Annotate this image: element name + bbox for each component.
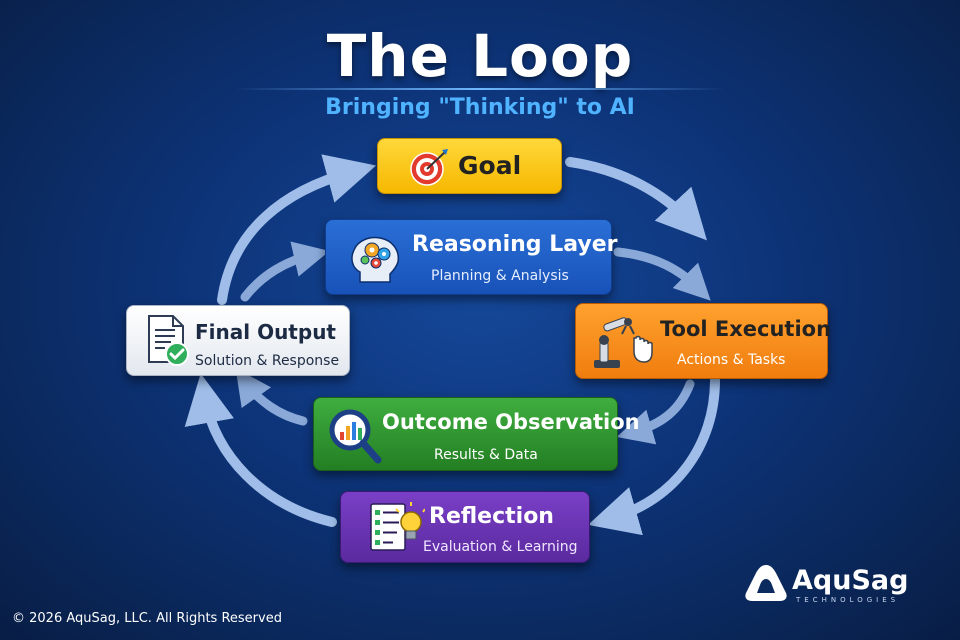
step-goal-label: Goal bbox=[458, 151, 522, 180]
arrow-outcome-to-output bbox=[235, 368, 308, 426]
robot-arm-icon bbox=[594, 317, 653, 368]
arrow-inner-output-to-reasoning bbox=[240, 241, 330, 302]
step-reflection-sub: Evaluation & Learning bbox=[423, 539, 578, 555]
step-tool-sub: Actions & Tasks bbox=[677, 352, 786, 368]
brand-name: AquSag bbox=[792, 565, 909, 596]
step-reflection: Reflection Evaluation & Learning bbox=[340, 491, 590, 563]
page-title: The Loop bbox=[326, 22, 634, 90]
step-reasoning-sub: Planning & Analysis bbox=[431, 268, 569, 284]
step-tool-label: Tool Execution bbox=[660, 317, 832, 341]
step-outcome-observation: Outcome Observation Results & Data bbox=[313, 397, 640, 471]
brand-tagline: TECHNOLOGIES bbox=[796, 596, 900, 604]
arrow-goal-to-tool bbox=[565, 157, 707, 241]
step-final-label: Final Output bbox=[195, 320, 336, 344]
step-tool-execution: Tool Execution Actions & Tasks bbox=[575, 303, 832, 379]
checklist-lightbulb-icon bbox=[370, 502, 425, 551]
target-icon bbox=[410, 149, 448, 186]
step-goal: Goal bbox=[377, 138, 562, 194]
arrow-output-to-goal bbox=[217, 154, 377, 305]
step-reflection-label: Reflection bbox=[429, 504, 554, 529]
copyright-notice: © 2026 AquSag, LLC. All Rights Reserved bbox=[12, 611, 282, 626]
arrow-tool-to-reflection bbox=[587, 375, 720, 536]
title-divider bbox=[235, 88, 725, 90]
step-outcome-sub: Results & Data bbox=[434, 447, 538, 463]
document-check-icon bbox=[148, 315, 189, 366]
step-final-sub: Solution & Response bbox=[195, 353, 340, 369]
step-reasoning-label: Reasoning Layer bbox=[412, 232, 618, 257]
arrow-tool-to-outcome bbox=[616, 379, 695, 445]
page-subtitle: Bringing "Thinking" to AI bbox=[325, 95, 635, 120]
magnifier-chart-icon bbox=[329, 409, 382, 464]
arrow-reflection-to-output bbox=[184, 373, 337, 527]
aqusag-logo-icon bbox=[745, 565, 787, 601]
arrow-reasoning-to-tool bbox=[613, 247, 711, 301]
step-reasoning: Reasoning Layer Planning & Analysis bbox=[325, 219, 618, 295]
brand-logo: AquSag TECHNOLOGIES bbox=[744, 563, 924, 604]
brain-gears-icon bbox=[351, 236, 400, 283]
step-final-output: Final Output Solution & Response bbox=[126, 305, 350, 376]
step-outcome-label: Outcome Observation bbox=[382, 410, 640, 434]
